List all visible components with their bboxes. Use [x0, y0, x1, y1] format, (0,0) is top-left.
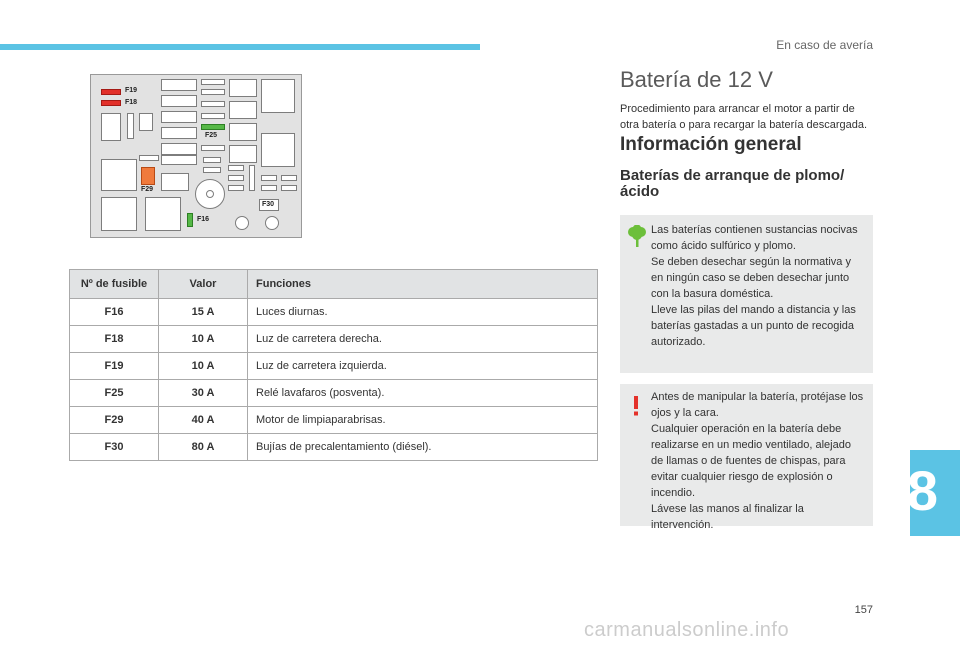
- fuse-slot: [139, 155, 159, 161]
- col-header-function: Funciones: [247, 269, 598, 299]
- relay-slot: [145, 197, 181, 231]
- fuse-slot: [281, 185, 297, 191]
- fuse-slot: [203, 167, 221, 173]
- watermark: carmanualsonline.info: [584, 619, 790, 641]
- cell-fuse: F19: [69, 352, 159, 380]
- fuse-slot: [201, 89, 225, 95]
- exclamation-icon: [634, 396, 638, 416]
- subsection-heading: Baterías de arranque de plomo/ácido: [620, 167, 845, 200]
- cell-value: 10 A: [158, 352, 248, 380]
- cell-value: 15 A: [158, 298, 248, 326]
- page-number: 157: [854, 604, 873, 616]
- fuse-ring: [195, 179, 225, 209]
- cell-value: 80 A: [158, 433, 248, 461]
- cell-value: 30 A: [158, 379, 248, 407]
- intro-paragraph: Procedimiento para arrancar el motor a p…: [620, 103, 868, 131]
- table-header-row: Nº de fusible Valor Funciones: [69, 269, 598, 299]
- cell-function: Bujías de precalentamiento (diésel).: [247, 433, 598, 461]
- cell-fuse: F25: [69, 379, 159, 407]
- fuse-ring: [235, 216, 249, 230]
- section-heading: Información general: [620, 134, 802, 155]
- fuse-slot: [139, 113, 153, 131]
- relay-slot: [261, 133, 295, 167]
- cell-fuse: F30: [69, 433, 159, 461]
- relay-slot: [101, 197, 137, 231]
- label-f29: F29: [141, 186, 154, 193]
- fuse-slot: [127, 113, 134, 139]
- label-f19: F19: [125, 87, 138, 94]
- fuse-slot: [203, 157, 221, 163]
- fuse-slot: [161, 111, 197, 123]
- fuse-box-diagram: F19 F18 F25 F29 F16 F30: [90, 74, 302, 238]
- relay-slot: [261, 79, 295, 113]
- fuse-f19: [101, 89, 121, 95]
- fuse-slot: [161, 155, 197, 165]
- fuse-slot: [261, 175, 277, 181]
- cell-value: 10 A: [158, 325, 248, 353]
- fuse-slot: [229, 101, 257, 119]
- fuse-slot: [101, 113, 121, 141]
- cell-fuse: F29: [69, 406, 159, 434]
- fuse-slot: [229, 79, 257, 97]
- cell-function: Relé lavafaros (posventa).: [247, 379, 598, 407]
- fuse-slot: [161, 143, 197, 155]
- fuse-slot: [161, 79, 197, 91]
- fuse-slot: [281, 175, 297, 181]
- label-f25: F25: [205, 132, 218, 139]
- cell-function: Luces diurnas.: [247, 298, 598, 326]
- fuse-f18: [101, 100, 121, 106]
- fuse-ring-center: [206, 190, 214, 198]
- fuse-f29: [141, 167, 155, 185]
- fuse-f16: [187, 213, 193, 227]
- fuse-slot: [261, 185, 277, 191]
- relay-slot: [161, 173, 189, 191]
- fuse-slot: [229, 145, 257, 163]
- col-header-fuse: Nº de fusible: [69, 269, 159, 299]
- fuse-slot: [249, 165, 255, 191]
- environment-note-text: Las baterías contienen sustancias nociva…: [651, 224, 858, 348]
- cell-function: Luz de carretera izquierda.: [247, 352, 598, 380]
- relay-slot: [101, 159, 137, 191]
- fuse-slot: [229, 123, 257, 141]
- cell-value: 40 A: [158, 406, 248, 434]
- fuse-slot: [201, 79, 225, 85]
- label-f30: F30: [262, 201, 275, 208]
- warning-note-text: Antes de manipular la batería, protéjase…: [651, 391, 864, 531]
- fuse-slot: [161, 95, 197, 107]
- label-f16: F16: [197, 216, 210, 223]
- fuse-ring: [265, 216, 279, 230]
- fuse-f30: [259, 199, 279, 211]
- cell-fuse: F18: [69, 325, 159, 353]
- cell-function: Luz de carretera derecha.: [247, 325, 598, 353]
- label-f18: F18: [125, 99, 138, 106]
- col-header-value: Valor: [158, 269, 248, 299]
- chapter-tab: [910, 450, 960, 536]
- warning-note: Antes de manipular la batería, protéjase…: [620, 384, 873, 531]
- fuse-slot: [201, 145, 225, 151]
- fuse-slot: [228, 185, 244, 191]
- tree-icon: [628, 225, 646, 247]
- fuse-slot: [201, 101, 225, 107]
- fuse-slot: [228, 175, 244, 181]
- cell-fuse: F16: [69, 298, 159, 326]
- fuse-f25: [201, 124, 225, 130]
- top-accent-bar: [0, 44, 480, 50]
- environment-note: Las baterías contienen sustancias nociva…: [620, 215, 873, 373]
- section-header: En caso de avería: [776, 38, 873, 52]
- chapter-number: 8: [906, 459, 938, 522]
- fuse-slot: [201, 113, 225, 119]
- fuse-slot: [161, 127, 197, 139]
- cell-function: Motor de limpiaparabrisas.: [247, 406, 598, 434]
- fuse-slot: [228, 165, 244, 171]
- page-title: Batería de 12 V: [620, 67, 773, 92]
